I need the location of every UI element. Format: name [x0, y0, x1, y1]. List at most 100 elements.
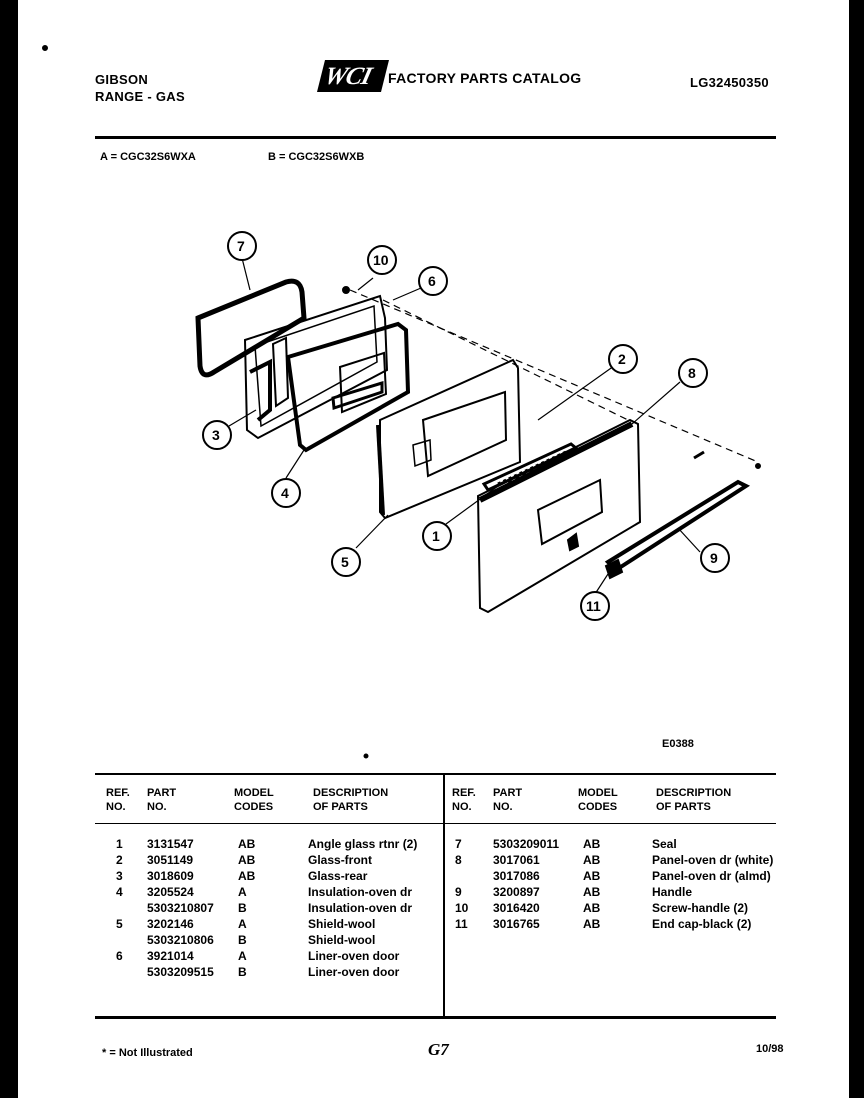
callout-11 [580, 591, 610, 621]
table-cell: AB [238, 837, 256, 851]
seal-part [195, 278, 307, 378]
callout-3 [202, 420, 232, 450]
table-cell: AB [583, 853, 601, 867]
table-cell: Insulation-oven dr [308, 901, 413, 915]
header-rule [95, 136, 776, 139]
callout-label: 10 [373, 252, 389, 268]
exploded-diagram [42, 45, 761, 759]
table-cell: AB [583, 885, 601, 899]
callout-7 [227, 231, 257, 261]
callout-4 [271, 478, 301, 508]
catalog-title: FACTORY PARTS CATALOG [388, 70, 582, 86]
table-cell: Angle glass rtnr (2) [308, 837, 418, 851]
glass-front-part [379, 358, 522, 520]
table-cell: 7 [455, 837, 462, 851]
table-cell: Seal [652, 837, 677, 851]
table-cell: B [238, 901, 247, 915]
left-ref-column: 1 2 3 4 5 6 [116, 836, 123, 980]
page-number: G7 [428, 1040, 449, 1059]
table-cell: End cap-black (2) [652, 917, 752, 931]
table-cell: AB [238, 869, 256, 883]
table-cell: 3016420 [493, 901, 540, 915]
right-part-column: 5303209011 3017061 3017086 3200897 30164… [493, 836, 559, 932]
table-cell: B [238, 965, 247, 979]
left-part-column: 3131547 3051149 3018609 3205524 53032108… [147, 836, 214, 980]
table-cell: 5303210807 [147, 901, 214, 915]
revision-date: 10/98 [756, 1043, 784, 1055]
table-cell: 3017086 [493, 869, 540, 883]
header-ref: REF.NO. [452, 787, 476, 813]
brand-name: GIBSON [95, 72, 149, 87]
model-b: B = CGC32S6WXB [268, 151, 365, 163]
callout-label: 2 [618, 351, 626, 367]
table-cell: Handle [652, 885, 693, 899]
table-cell: 9 [455, 885, 462, 899]
table-cell: 3205524 [147, 885, 194, 899]
table-cell: 3017061 [493, 853, 540, 867]
callout-label: 4 [281, 485, 289, 501]
table-cell: B [238, 933, 247, 947]
table-cell: 3 [116, 869, 123, 883]
product-type: RANGE - GAS [95, 89, 185, 104]
table-cell: 3051149 [147, 853, 194, 867]
outer-panel-part [476, 418, 642, 614]
right-ref-column: 7 8 9 10 11 [455, 836, 468, 932]
table-cell: Panel-oven dr (white) [652, 853, 774, 867]
table-cell: A [238, 917, 247, 931]
table-divider [443, 775, 445, 1018]
catalog-number: LG32450350 [690, 75, 769, 90]
table-cell: 3018609 [147, 869, 194, 883]
callout-label: 5 [341, 554, 349, 570]
table-cell: Insulation-oven dr [308, 885, 413, 899]
table-cell: Shield-wool [308, 933, 376, 947]
table-cell: Glass-rear [308, 869, 368, 883]
header-ref: REF.NO. [106, 787, 130, 813]
table-cell: 3202146 [147, 917, 194, 931]
table-cell: 3200897 [493, 885, 540, 899]
table-cell: Screw-handle (2) [652, 901, 749, 915]
table-cell: 2 [116, 853, 123, 867]
table-cell: 10 [455, 901, 469, 915]
callout-label: 9 [710, 550, 718, 566]
callout-6 [418, 266, 448, 296]
table-cell: 5303209515 [147, 965, 214, 979]
table-cell: 5303209011 [493, 837, 560, 851]
table-cell: AB [583, 901, 601, 915]
table-cell: AB [583, 837, 601, 851]
table-cell: 3131547 [147, 837, 194, 851]
diagram-code: E0388 [662, 738, 694, 750]
table-cell [455, 868, 468, 884]
table-header-rule [95, 823, 776, 824]
catalog-page: GIBSON RANGE - GAS WCI FACTORY PARTS CAT… [18, 0, 849, 1098]
callout-5 [331, 547, 361, 577]
table-cell: Shield-wool [308, 917, 376, 931]
table-cell: Liner-oven door [308, 965, 400, 979]
table-cell: 4 [116, 885, 123, 899]
table-cell: 8 [455, 853, 462, 867]
table-cell: 5303210806 [147, 933, 214, 947]
callout-label: 6 [428, 273, 436, 289]
table-cell: Panel-oven dr (almd) [652, 869, 771, 883]
table-cell: Liner-oven door [308, 949, 400, 963]
callout-label: 3 [212, 427, 220, 443]
table-cell: 1 [116, 837, 123, 851]
right-code-column: AB AB AB AB AB AB [583, 836, 600, 932]
callout-label: 7 [237, 238, 245, 254]
table-bottom-rule [95, 1016, 776, 1019]
table-cell: 3016765 [493, 917, 540, 931]
callout-8 [678, 358, 708, 388]
table-cell: AB [583, 869, 601, 883]
footnote: * = Not Illustrated [102, 1047, 193, 1059]
callout-label: 11 [586, 598, 601, 614]
table-cell: 6 [116, 949, 123, 963]
table-cell [116, 932, 123, 948]
model-a: A = CGC32S6WXA [100, 151, 196, 163]
table-cell: AB [583, 917, 601, 931]
callout-2 [608, 344, 638, 374]
table-cell: AB [238, 853, 256, 867]
